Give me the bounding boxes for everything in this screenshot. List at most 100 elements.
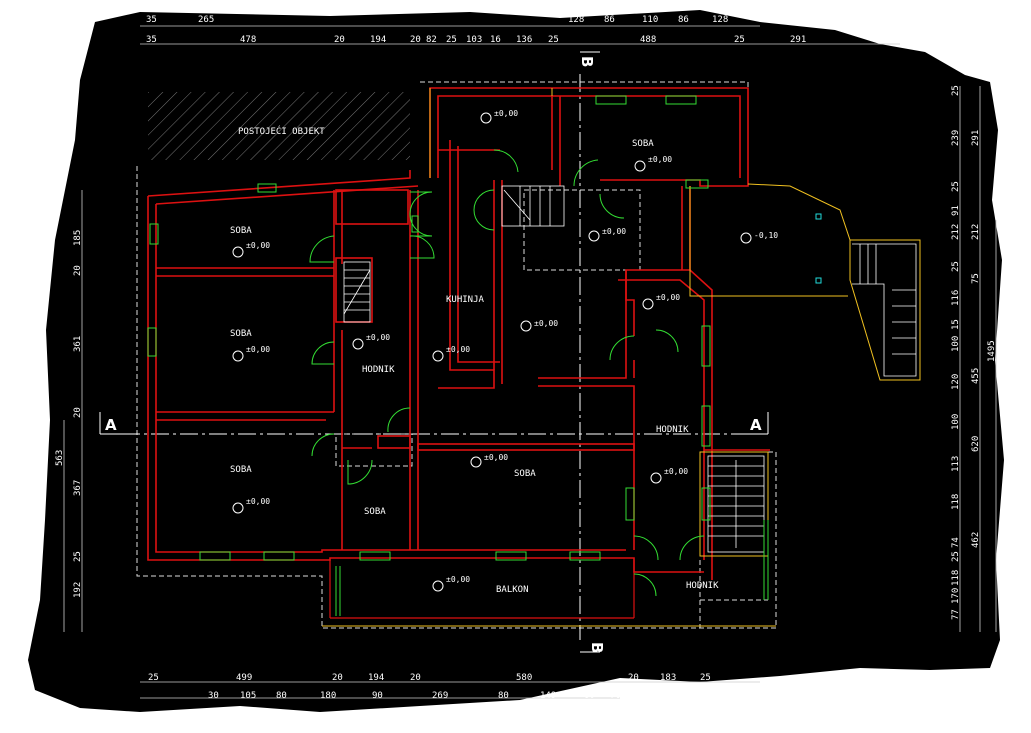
room-soba-4: SOBA ±0,00	[632, 139, 672, 172]
dim-text: 77	[951, 609, 961, 620]
room-name: HODNIK	[362, 365, 395, 375]
dim-text: 183	[660, 673, 676, 683]
dim-text: 25	[951, 551, 961, 562]
room-name: SOBA	[514, 469, 536, 479]
door-swings	[309, 149, 705, 597]
dim-text: 488	[640, 35, 656, 45]
room-name: SOBA	[364, 507, 386, 517]
room-name: SOBA	[230, 329, 252, 339]
level-marker-icon	[740, 232, 752, 244]
dim-text: 76	[610, 691, 621, 701]
dim-text: 20	[73, 265, 83, 276]
dim-text: 91	[951, 205, 961, 216]
dim-text: 25	[951, 261, 961, 272]
existing-building: POSTOJEĆI OBJEKT	[148, 92, 410, 160]
dim-text: 105	[240, 691, 256, 701]
room-kuhinja: KUHINJA ±0,00	[432, 295, 485, 362]
windows	[147, 95, 769, 616]
dim-text: 100	[951, 414, 961, 430]
room-name: SOBA	[230, 226, 252, 236]
room-small: ±0,00	[642, 293, 680, 310]
room-level: ±0,00	[446, 575, 470, 584]
dim-text: 563	[55, 450, 65, 466]
level-marker-icon	[520, 320, 532, 332]
dim-text: 20	[410, 673, 421, 683]
level-marker-icon	[480, 112, 492, 124]
room-hodnik-3: HODNIK	[686, 581, 719, 591]
dim-text: 118	[951, 494, 961, 510]
dim-text: 455	[971, 368, 981, 384]
level-marker-icon	[650, 472, 662, 484]
room-name: HODNIK	[686, 581, 719, 591]
dim-text: 265	[198, 15, 214, 25]
dim-text: 580	[516, 673, 532, 683]
level-marker-icon	[232, 350, 244, 362]
room-level: ±0,00	[366, 333, 390, 342]
level-marker-icon	[432, 350, 444, 362]
room-name: SOBA	[632, 139, 654, 149]
room-labels: SOBA ±0,00 SOBA ±0,00 SOBA ±0,00 SOBA ±0…	[230, 109, 778, 595]
dim-text: 103	[466, 35, 482, 45]
room-level: ±0,00	[484, 453, 508, 462]
dim-text: 20	[410, 35, 421, 45]
room-level: ±0,00	[446, 345, 470, 354]
room-soba-3: SOBA ±0,00	[230, 465, 270, 514]
dim-text: 86	[604, 15, 615, 25]
room-level: ±0,00	[494, 109, 518, 118]
dim-text: 291	[790, 35, 806, 45]
room-terrace: -0,10	[740, 231, 778, 244]
dim-text: 194	[370, 35, 386, 45]
dim-text: 35	[146, 35, 157, 45]
room-soba-2: SOBA ±0,00	[230, 329, 270, 362]
room-entry: ±0,00	[480, 109, 518, 124]
section-line-b: B B	[578, 51, 606, 653]
dim-text: 35	[146, 15, 157, 25]
dim-text: 361	[73, 336, 83, 352]
level-marker-icon	[232, 502, 244, 514]
room-balkon: BALKON ±0,00	[432, 575, 529, 595]
dim-text: 82	[426, 35, 437, 45]
dim-text: 136	[516, 35, 532, 45]
room-level: -0,10	[754, 231, 778, 240]
level-marker-icon	[634, 160, 646, 172]
dim-text: 80	[498, 691, 509, 701]
dim-text: 20	[73, 407, 83, 418]
level-marker-icon	[352, 338, 364, 350]
dim-text: 90	[372, 691, 383, 701]
dim-text: 25	[548, 35, 559, 45]
dimension-texts: 35 265 128 86 110 86 128 35 478 20 194 2…	[55, 15, 997, 701]
dim-text: 462	[971, 532, 981, 548]
dim-text: 194	[368, 673, 384, 683]
section-b-top-label: B	[578, 56, 596, 67]
dim-text: 291	[971, 130, 981, 146]
room-level: ±0,00	[246, 497, 270, 506]
dim-text: 1495	[987, 340, 997, 362]
room-name: HODNIK	[656, 425, 689, 435]
room-hodnik-1: HODNIK ±0,00	[352, 333, 395, 375]
markers	[815, 213, 822, 284]
section-b-bottom-label: B	[588, 642, 606, 653]
existing-building-label: POSTOJEĆI OBJEKT	[238, 125, 325, 137]
room-center: ±0,00 ±0,00	[520, 227, 626, 332]
dim-text: 116	[951, 290, 961, 306]
dim-text: 620	[971, 436, 981, 452]
dim-text: 128	[568, 15, 584, 25]
dimension-lines	[63, 25, 997, 699]
room-level: ±0,00	[664, 467, 688, 476]
room-level: ±0,00	[246, 345, 270, 354]
dim-text: 367	[73, 480, 83, 496]
dim-text: 478	[240, 35, 256, 45]
room-soba-6: SOBA	[364, 507, 386, 517]
room-level: ±0,00	[602, 227, 626, 236]
dim-text: 100	[951, 336, 961, 352]
dim-text: 30	[208, 691, 219, 701]
dim-text: 185	[73, 230, 83, 246]
level-marker-icon	[470, 456, 482, 468]
dim-text: 110	[642, 15, 658, 25]
room-name: KUHINJA	[446, 295, 485, 305]
dim-text: 20	[332, 673, 343, 683]
dim-text: 80	[584, 691, 595, 701]
dim-text: 25	[73, 551, 83, 562]
dim-text: 25	[951, 85, 961, 96]
